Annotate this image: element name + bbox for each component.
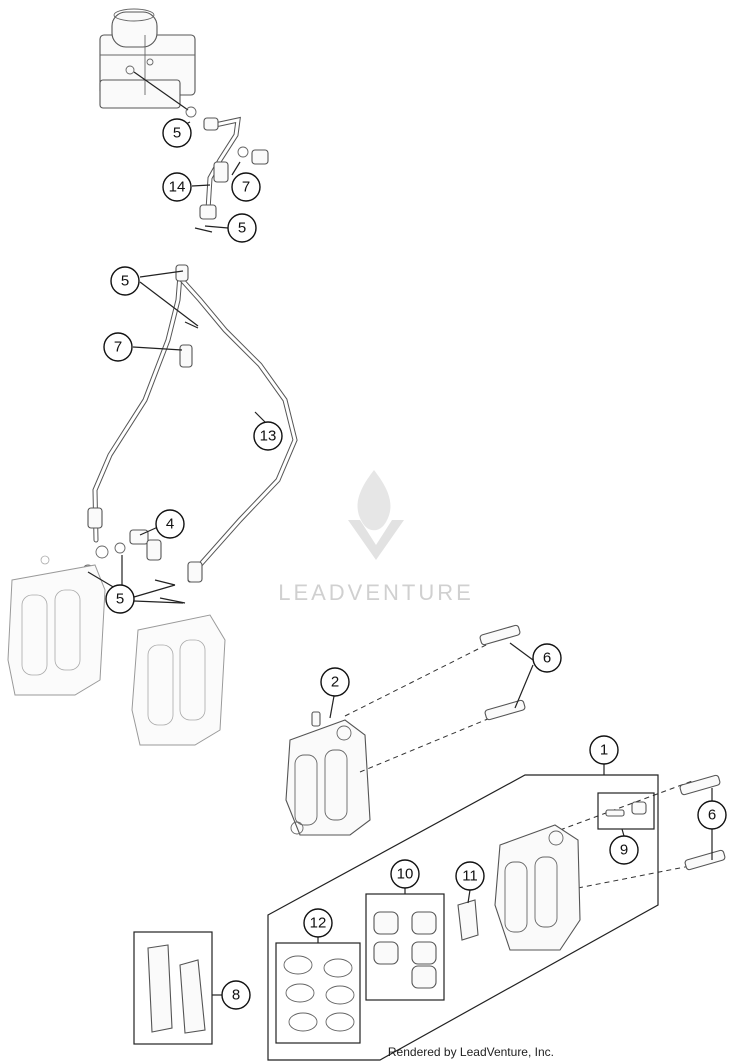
bleeder-valve-icon xyxy=(605,809,625,817)
svg-text:11: 11 xyxy=(462,868,478,885)
banjo-bolt-icon xyxy=(251,149,269,165)
svg-text:6: 6 xyxy=(543,650,551,667)
svg-text:5: 5 xyxy=(116,591,124,608)
svg-text:5: 5 xyxy=(238,220,246,237)
bleeder-cap-icon xyxy=(631,801,647,815)
svg-text:4: 4 xyxy=(166,516,174,533)
leader-abs-ring xyxy=(133,71,189,111)
callout-abs-ring-top: 5 xyxy=(162,118,192,148)
caliper-kit-outline xyxy=(267,774,659,1061)
abs-brake-line xyxy=(199,116,241,220)
brake-pad-icons xyxy=(147,944,206,1034)
callout-caliper-left: 2 xyxy=(320,667,350,697)
leadventure-watermark: LEADVENTURE xyxy=(278,470,474,605)
sealing-ring-icon xyxy=(237,146,249,158)
brake-pad-box xyxy=(133,931,213,1045)
svg-text:7: 7 xyxy=(114,339,122,356)
svg-text:8: 8 xyxy=(232,987,240,1004)
pin-guide-line xyxy=(559,779,696,831)
callout-caliper-kit: 1 xyxy=(589,735,619,765)
brake-caliper-assembly xyxy=(285,711,371,836)
long-brake-line xyxy=(87,264,298,583)
callout-seal-kit: 12 xyxy=(303,908,333,938)
svg-text:10: 10 xyxy=(397,866,414,883)
svg-text:14: 14 xyxy=(169,179,186,196)
banjo-bolt-icon xyxy=(179,344,193,368)
pin-guide-line xyxy=(359,715,496,773)
caliper-pin xyxy=(479,624,726,871)
svg-text:13: 13 xyxy=(260,428,277,445)
brake-caliper-kit-part xyxy=(494,824,581,951)
reference-caliper-left xyxy=(7,555,106,696)
seal-washer xyxy=(154,579,176,586)
callout-spring-plate: 11 xyxy=(455,861,485,891)
banjo-bolt-icon xyxy=(146,539,162,561)
seal-washer xyxy=(184,321,199,329)
callout-abs-banjo: 7 xyxy=(231,172,261,202)
callout-piston-kit: 10 xyxy=(390,859,420,889)
spring-plate-icon xyxy=(457,899,479,941)
seal-ring-icons xyxy=(283,955,355,1032)
sealing-ring-icon xyxy=(185,106,197,118)
svg-text:5: 5 xyxy=(121,273,129,290)
svg-text:1: 1 xyxy=(600,742,608,759)
callout-abs-ring-bottom: 5 xyxy=(227,213,257,243)
abs-modulator-unit xyxy=(99,8,196,109)
callout-pins-right: 6 xyxy=(697,800,727,830)
svg-text:12: 12 xyxy=(310,915,327,932)
callout-upper-ring: 5 xyxy=(110,266,140,296)
svg-text:7: 7 xyxy=(242,179,250,196)
watermark-text: LEADVENTURE xyxy=(278,580,474,605)
callout-upper-banjo: 7 xyxy=(103,332,133,362)
callout-brake-pads: 8 xyxy=(221,980,251,1010)
bleeder-kit-box xyxy=(597,792,655,830)
reference-caliper-right xyxy=(131,614,226,746)
pin-guide-line xyxy=(344,642,491,717)
svg-text:9: 9 xyxy=(620,842,628,859)
pin-guide-line xyxy=(577,865,691,889)
piston-icons xyxy=(373,911,437,989)
callout-long-hose: 13 xyxy=(253,421,283,451)
seal-washer xyxy=(159,597,186,604)
seal-washer xyxy=(194,227,213,233)
render-credit: Rendered by LeadVenture, Inc. xyxy=(387,1045,554,1059)
callout-abs-hose: 14 xyxy=(162,172,192,202)
callout-bleeder-kit: 9 xyxy=(609,835,639,865)
callout-pins-upper: 6 xyxy=(532,643,562,673)
svg-text:5: 5 xyxy=(173,125,181,142)
callout-lower-rings: 5 xyxy=(105,584,135,614)
svg-text:6: 6 xyxy=(708,807,716,824)
sealing-ring-icon xyxy=(114,542,126,554)
svg-text:2: 2 xyxy=(331,674,339,691)
sealing-ring-icon xyxy=(95,545,109,559)
callout-banjo-bolt: 4 xyxy=(155,509,185,539)
